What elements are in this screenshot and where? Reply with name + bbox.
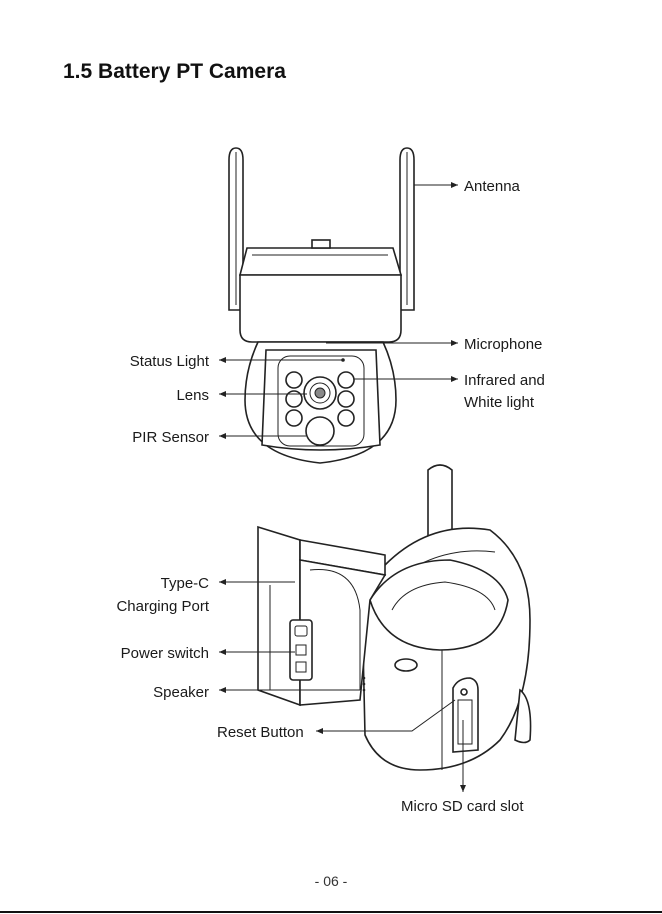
pir-label: PIR Sensor xyxy=(132,429,209,446)
antenna-label: Antenna xyxy=(464,178,521,195)
page-bottom-rule xyxy=(0,911,662,913)
reset-button-label: Reset Button xyxy=(217,724,304,741)
pir-sensor xyxy=(306,417,334,445)
infrared-label-line2: White light xyxy=(464,394,535,411)
micro-sd-label: Micro SD card slot xyxy=(401,798,524,815)
type-c-label-line1: Type-C xyxy=(161,575,210,592)
camera-top-cap xyxy=(240,248,401,275)
ir-led xyxy=(338,391,354,407)
type-c-label-line2: Charging Port xyxy=(116,598,209,615)
ir-led xyxy=(286,410,302,426)
infrared-label-line1: Infrared and xyxy=(464,372,545,389)
microphone-label: Microphone xyxy=(464,336,542,353)
ir-led xyxy=(286,372,302,388)
power-switch-label: Power switch xyxy=(121,645,209,662)
lens-label: Lens xyxy=(176,387,209,404)
status-light-label: Status Light xyxy=(130,353,210,370)
port-panel xyxy=(290,620,312,680)
ir-led xyxy=(286,391,302,407)
ir-led xyxy=(338,410,354,426)
camera-upper-body xyxy=(240,275,401,342)
speaker-label: Speaker xyxy=(153,684,209,701)
top-nub xyxy=(312,240,330,248)
front-camera-illustration xyxy=(229,148,414,463)
page-number: - 06 - xyxy=(0,873,662,889)
ir-led xyxy=(338,372,354,388)
